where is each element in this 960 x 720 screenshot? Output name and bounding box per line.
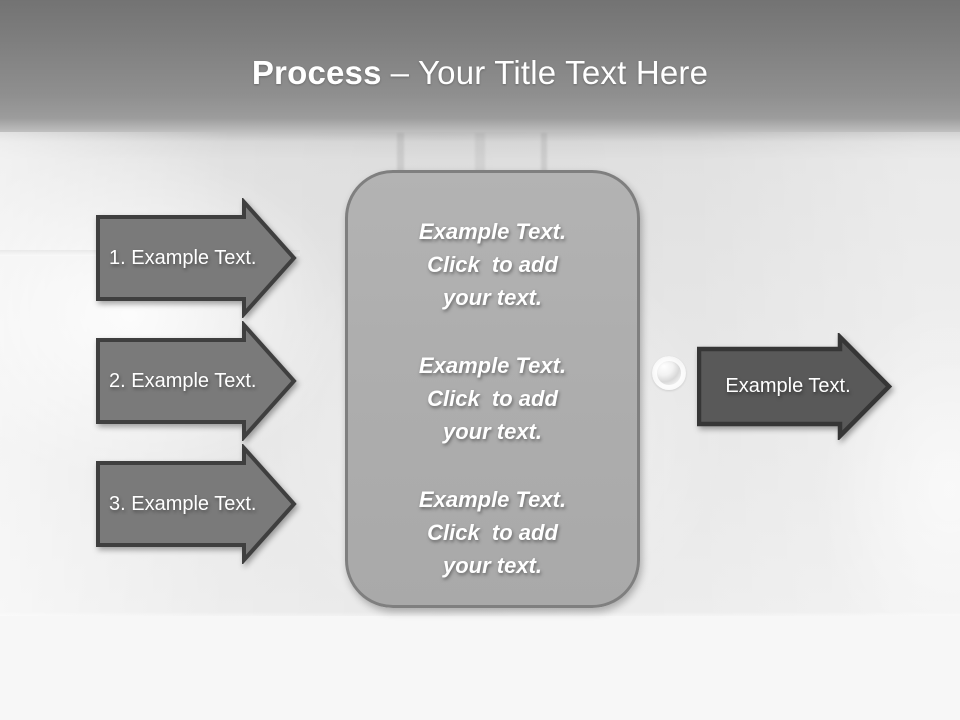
step-label-3: 3. Example Text. <box>109 492 257 515</box>
arrow-polygon <box>96 198 297 318</box>
paragraph-line: Example Text. <box>418 219 567 244</box>
step-label-2: 2. Example Text. <box>109 369 257 392</box>
title-keyword: Process <box>251 54 382 91</box>
placeholder-paragraph-2[interactable]: Example Text. Click to add your text. <box>366 349 619 448</box>
arrow-polygon <box>697 333 893 440</box>
paragraph-line: Click to add <box>427 520 558 545</box>
bg-photo-smudge <box>475 133 485 173</box>
paragraph-line: your text. <box>442 419 543 444</box>
right-arrow-shape <box>96 198 297 318</box>
right-arrow-shape <box>697 333 893 440</box>
bg-photo-smudge <box>541 133 547 173</box>
slide-title[interactable]: Process– Your Title Text Here <box>0 54 960 92</box>
arrow-polygon <box>96 321 297 441</box>
center-text-box[interactable]: Example Text. Click to add your text. Ex… <box>345 170 640 608</box>
paragraph-line: your text. <box>442 553 543 578</box>
paragraph-line: Click to add <box>427 252 558 277</box>
paragraph-line: Example Text. <box>418 353 567 378</box>
arrow-polygon <box>96 444 297 564</box>
paragraph-line: Click to add <box>427 386 558 411</box>
paragraph-line: Example Text. <box>418 487 567 512</box>
step-arrow-2[interactable]: 2. Example Text. <box>96 321 298 441</box>
placeholder-paragraph-1[interactable]: Example Text. Click to add your text. <box>366 215 619 314</box>
glass-knob-decoration <box>652 356 686 390</box>
bg-bottom-strip <box>0 616 960 720</box>
placeholder-paragraph-3[interactable]: Example Text. Click to add your text. <box>366 483 619 582</box>
right-arrow-shape <box>96 444 297 564</box>
bg-photo-smudge <box>397 133 404 175</box>
title-subtitle: – Your Title Text Here <box>390 54 709 91</box>
result-arrow[interactable]: Example Text. <box>697 333 893 440</box>
result-arrow-label: Example Text. <box>725 375 851 397</box>
step-label-1: 1. Example Text. <box>109 246 257 269</box>
right-arrow-shape <box>96 321 297 441</box>
center-text-box-content: Example Text. Click to add your text. Ex… <box>348 173 637 582</box>
step-arrow-3[interactable]: 3. Example Text. <box>96 444 298 564</box>
paragraph-line: your text. <box>442 285 543 310</box>
step-arrow-1[interactable]: 1. Example Text. <box>96 198 298 318</box>
